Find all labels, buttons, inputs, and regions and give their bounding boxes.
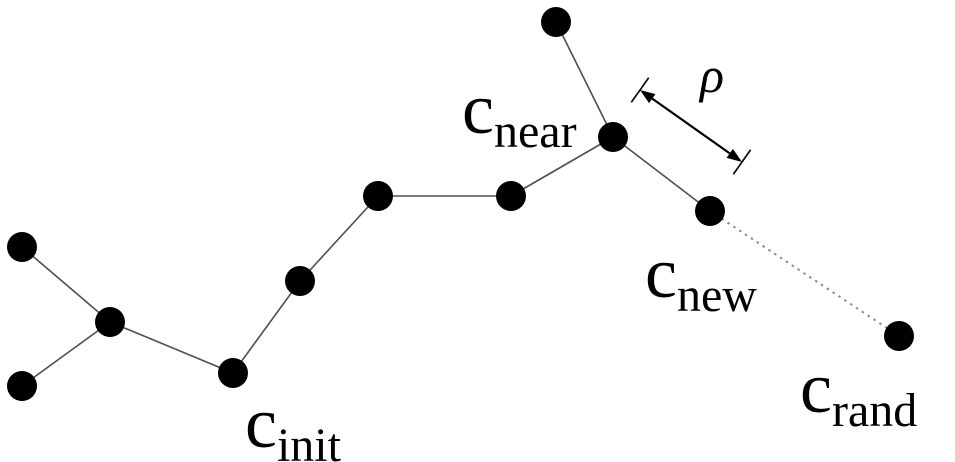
tree-node-init [218, 358, 248, 388]
label-c-new-subscript: new [677, 269, 757, 322]
label-c-init-base: c [245, 383, 277, 462]
label-c-new-base: c [645, 233, 677, 313]
label-c-new: cnew [645, 233, 757, 322]
dimension-arrowhead [726, 148, 742, 162]
label-c-near-base: c [462, 69, 494, 149]
label-c-near-subscript: near [494, 105, 577, 158]
tree-edge-dotted-new-rand [709, 210, 900, 337]
dimension-line [651, 97, 731, 155]
dimension-arrowhead [640, 90, 656, 104]
tree-edge-mid-1-mid-2 [299, 195, 379, 282]
tree-node-mid-2 [363, 181, 393, 211]
label-rho: ρ [698, 47, 724, 103]
label-c-rand-subscript: rand [832, 384, 917, 437]
label-c-init: cinit [245, 383, 342, 462]
label-c-rand: crand [800, 348, 917, 437]
tree-edge-near-new [612, 136, 711, 212]
tree-node-bottom-left [7, 371, 37, 401]
tree-node-rand [884, 321, 914, 351]
tree-edge-init-mid-1 [232, 280, 301, 374]
tree-node-mid-1 [285, 266, 315, 296]
tree-node-new [695, 196, 725, 226]
tree-edge-near-top [555, 21, 614, 138]
dimension-extension-tick [630, 77, 650, 103]
tree-edge-left-junction-init [109, 321, 234, 374]
tree-edge-top-left-left-junction [21, 246, 111, 323]
tree-node-near [598, 122, 628, 152]
tree-node-top [541, 7, 571, 37]
dimension-extension-tick [732, 149, 752, 175]
tree-node-left-junction [95, 307, 125, 337]
tree-edge-mid-3-near [510, 136, 614, 197]
tree-edge-bottom-left-left-junction [21, 321, 111, 387]
label-c-near: cnear [462, 69, 577, 158]
label-c-rand-base: c [800, 348, 832, 428]
tree-node-top-left [7, 232, 37, 262]
tree-node-mid-3 [496, 181, 526, 211]
label-c-init-subscript: init [277, 419, 342, 462]
